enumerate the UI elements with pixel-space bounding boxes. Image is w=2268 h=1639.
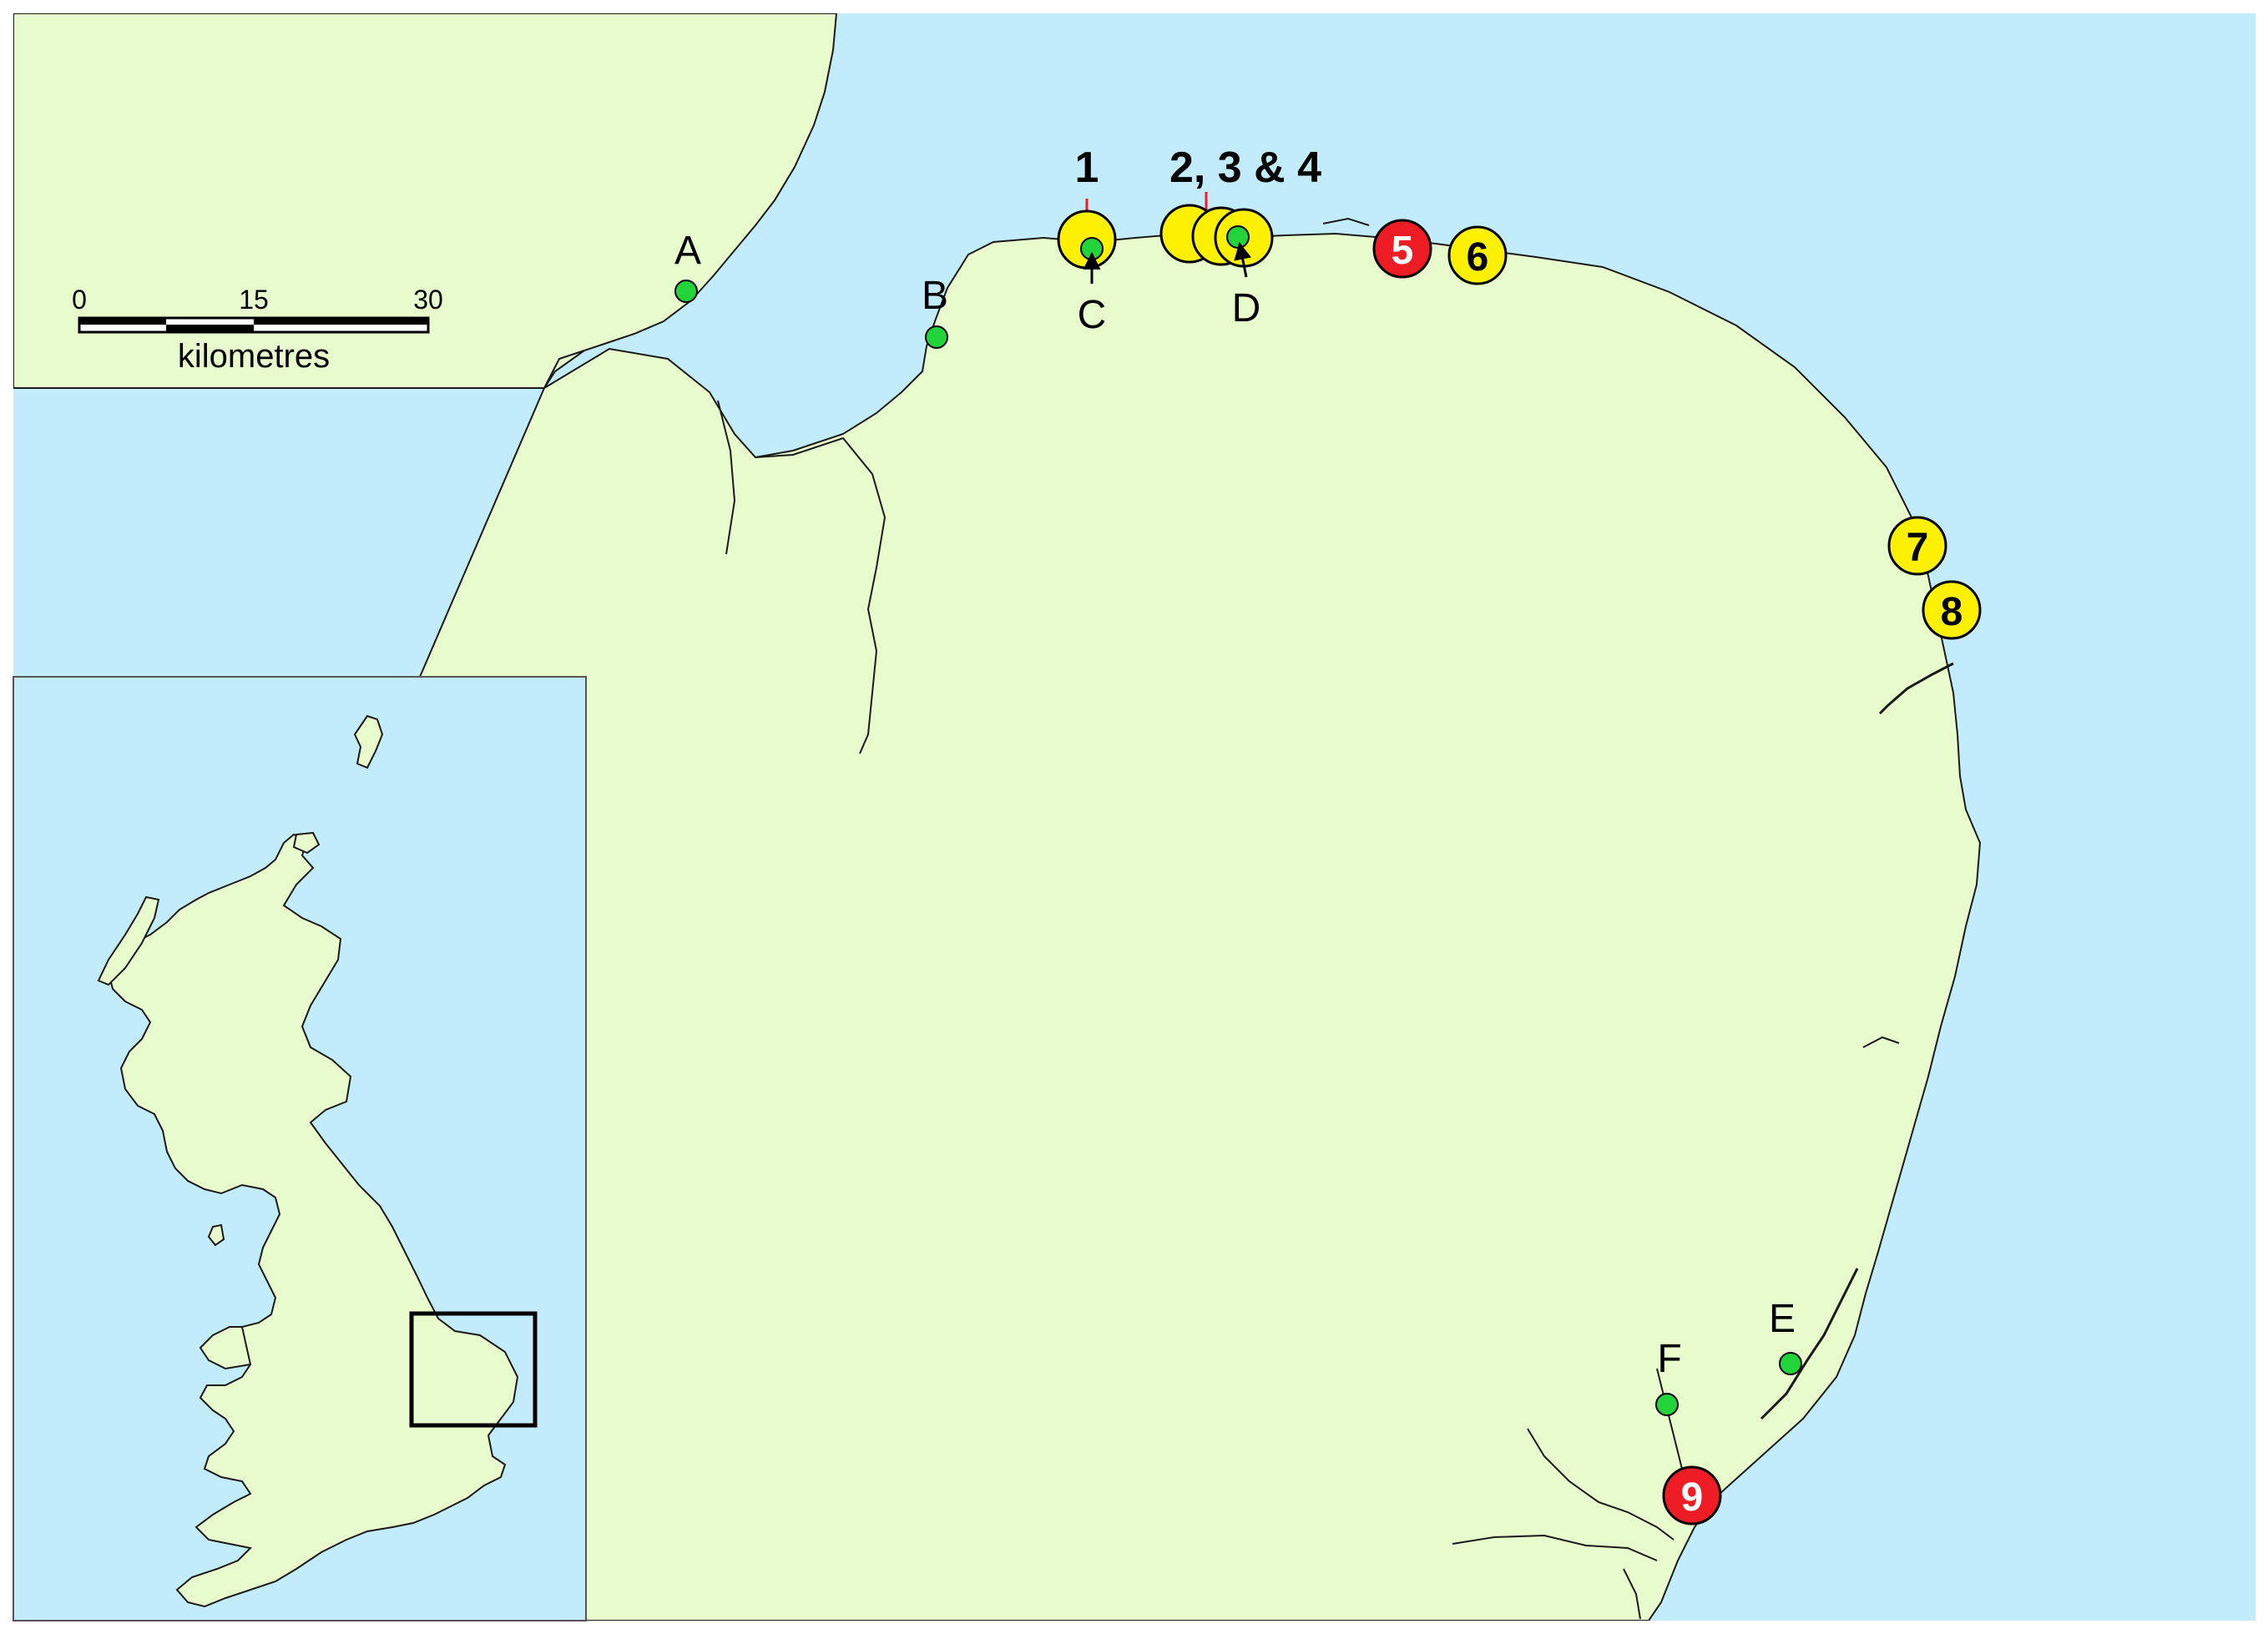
point-a (674, 280, 698, 303)
arrow-point-d (1234, 241, 1252, 278)
site-234-label: 2, 3 & 4 (1169, 144, 1321, 192)
point-f-label: F (1657, 1337, 1681, 1381)
wales (199, 1326, 252, 1370)
orwell-river (1527, 1428, 1674, 1541)
river-blyth (1862, 1036, 1900, 1048)
river-west-3 (543, 350, 585, 389)
point-b (925, 325, 948, 349)
isle-of-man (207, 1223, 225, 1247)
point-a-label: A (674, 229, 701, 273)
scale-bar: 0 15 30 kilometres (72, 285, 443, 375)
site-6-marker (1447, 225, 1508, 285)
stour-river (1452, 1534, 1658, 1561)
point-c-label: C (1078, 293, 1107, 337)
western-isles (97, 895, 160, 986)
scale-tick-30: 30 (413, 285, 443, 315)
blakeney-spit (1322, 217, 1370, 226)
site-5-label: 5 (1392, 229, 1414, 273)
site-labels: 1 2, 3 & 4 5 6 7 8 9 (1075, 144, 1963, 1520)
point-d (1226, 225, 1250, 249)
site-8-label: 8 (1941, 590, 1963, 634)
point-b-label: B (922, 274, 948, 318)
scale-tick-15: 15 (239, 285, 269, 315)
west-land (13, 13, 838, 389)
point-labels: A B C D E F (674, 229, 1796, 1381)
scale-unit: kilometres (178, 338, 330, 375)
site-7-marker (1887, 516, 1947, 576)
site-9-marker (1662, 1465, 1722, 1526)
scale-tick-0: 0 (72, 285, 87, 315)
site-8-marker (1922, 580, 1982, 640)
colne-river (1623, 1568, 1641, 1620)
site-7-label: 7 (1907, 526, 1929, 570)
point-e (1779, 1352, 1802, 1375)
point-d-label: D (1232, 286, 1261, 330)
breydon-water (1878, 662, 1954, 715)
river-west-2 (755, 436, 886, 754)
inset-map (13, 676, 587, 1621)
shetland (353, 714, 384, 769)
ore-estuary (1760, 1268, 1859, 1420)
river-west-1 (717, 400, 736, 555)
site-5-marker (1372, 219, 1432, 279)
site-6-label: 6 (1467, 235, 1489, 280)
site-9-label: 9 (1681, 1475, 1704, 1520)
study-area-box (409, 1311, 538, 1428)
site-1-label: 1 (1075, 144, 1099, 192)
point-f (1655, 1393, 1679, 1416)
point-e-label: E (1769, 1297, 1796, 1341)
great-britain (107, 833, 519, 1608)
orkney (292, 831, 321, 855)
